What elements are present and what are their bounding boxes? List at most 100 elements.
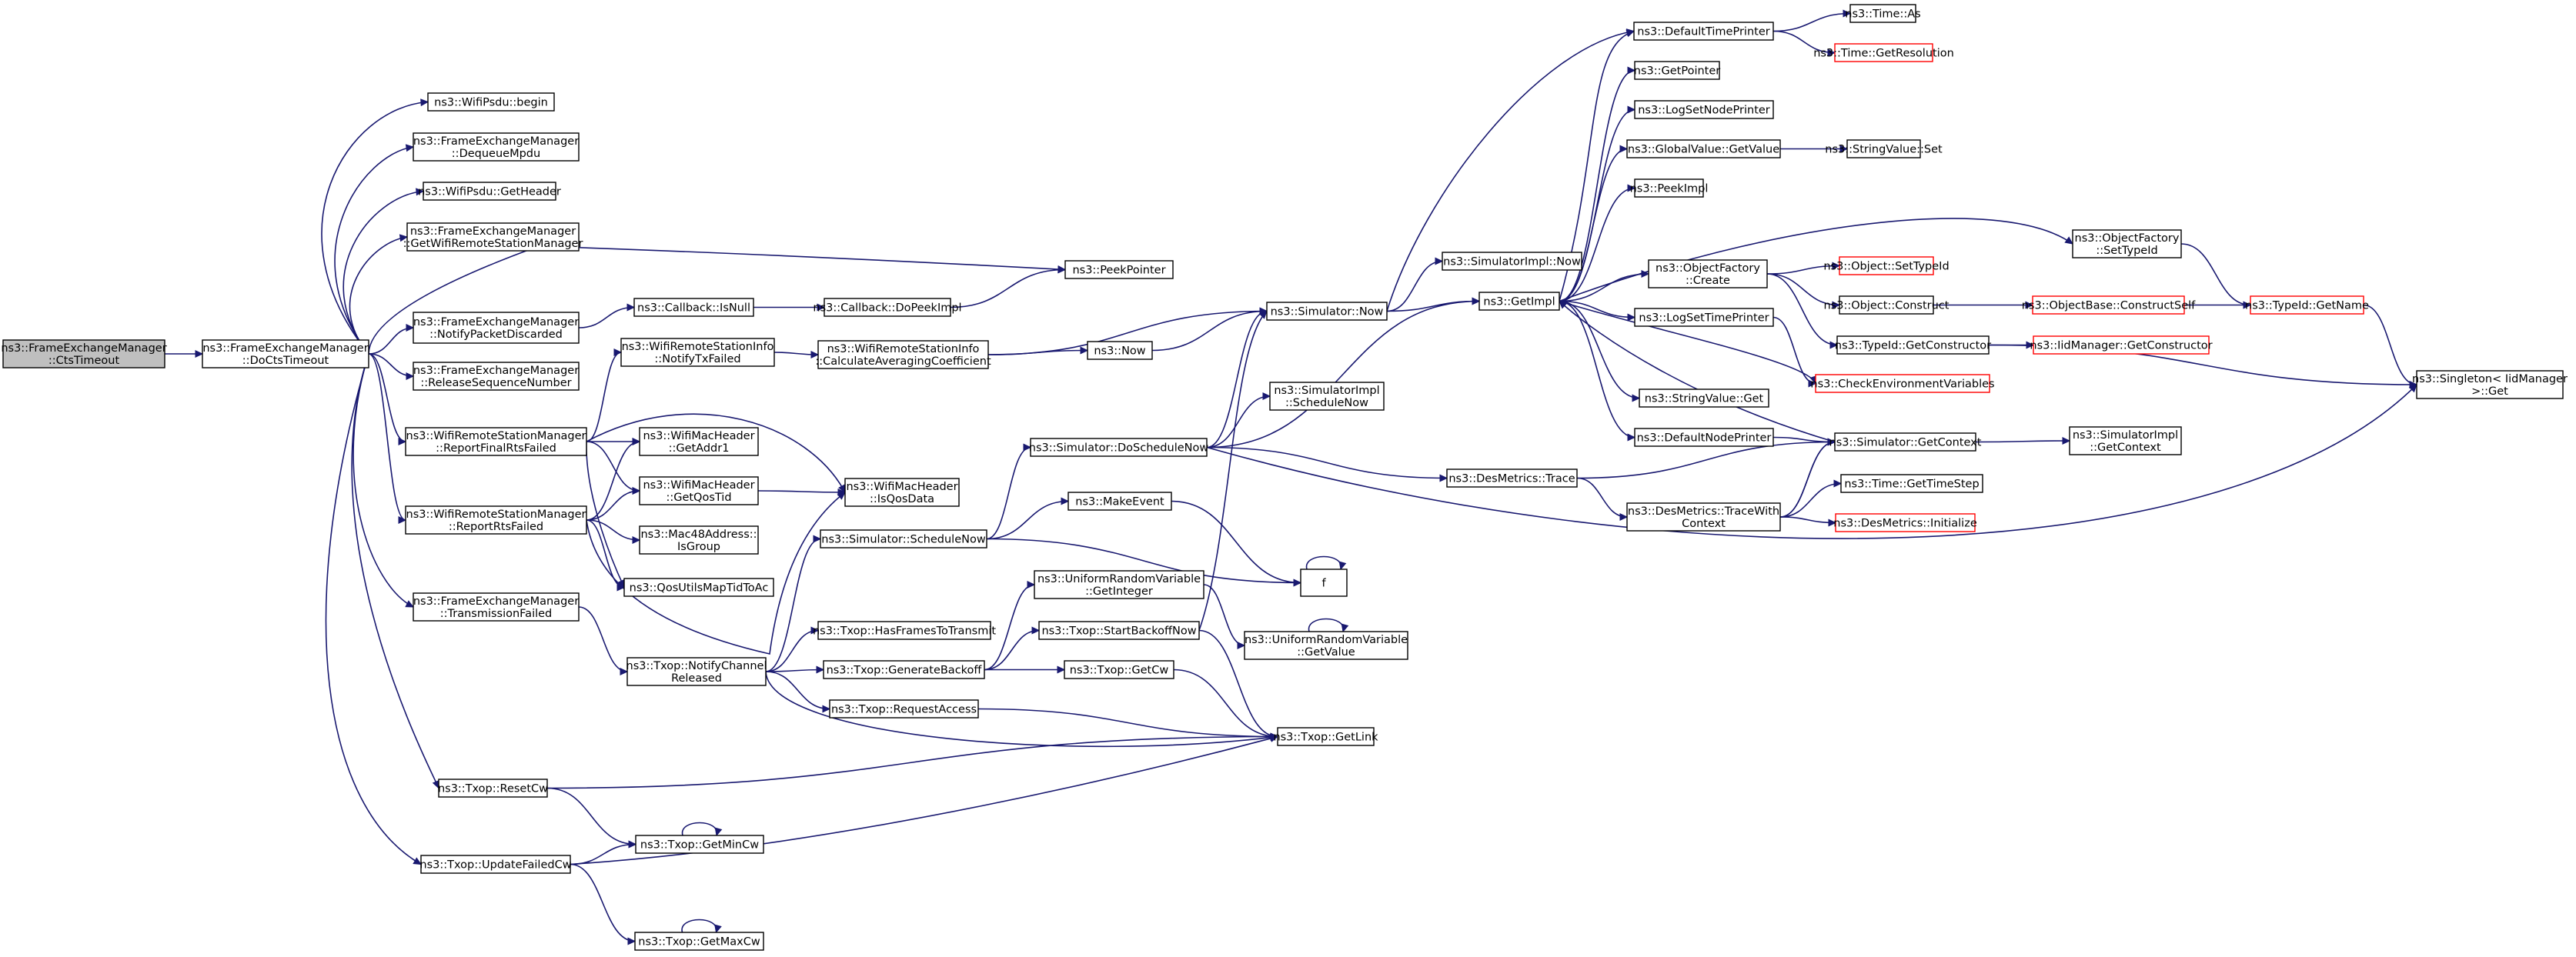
node-label: ::Create	[1686, 275, 1730, 287]
function-node-doschednow[interactable]: ns3::Simulator::DoScheduleNow	[1029, 438, 1209, 457]
function-node-qosmap[interactable]: ns3::QosUtilsMapTidToAc	[623, 578, 774, 597]
function-node-notifytxfailed[interactable]: ns3::WifiRemoteStationInfo::NotifyTxFail…	[620, 338, 775, 367]
function-node-isqosdata[interactable]: ns3::WifiMacHeader::IsQosData	[844, 478, 960, 507]
node-label: ns3::Txop::GenerateBackoff	[827, 665, 983, 677]
edge-ofcreate-to-objconstruct	[1766, 273, 1841, 309]
function-node-getwrsm[interactable]: ns3::FrameExchangeManager::GetWifiRemote…	[403, 222, 583, 252]
function-node-timegetres[interactable]: ns3::Time::GetResolution	[1813, 43, 1954, 62]
node-box	[405, 427, 587, 456]
call-edges	[164, 9, 2418, 945]
node-box	[1634, 308, 1774, 327]
node-label: ns3::Time::GetResolution	[1813, 48, 1954, 60]
arrowhead	[398, 438, 407, 445]
function-node-reprts[interactable]: ns3::WifiRemoteStationManager::ReportRts…	[405, 505, 587, 535]
arrowhead	[416, 188, 425, 196]
function-node-svset[interactable]: ns3::StringValue::Set	[1825, 139, 1943, 158]
function-node-calcavg[interactable]: ns3::WifiRemoteStationInfo::CalculateAve…	[815, 340, 991, 369]
function-node-simnow[interactable]: ns3::Simulator::Now	[1266, 302, 1388, 321]
node-label: Context	[1682, 518, 1726, 530]
arrowhead	[1258, 310, 1268, 319]
function-node-reqaccess[interactable]: ns3::Txop::RequestAccess	[829, 699, 979, 719]
function-node-objsettypeid[interactable]: ns3::Object::SetTypeId	[1823, 256, 1950, 275]
function-node-ofsettypeid[interactable]: ns3::ObjectFactory::SetTypeId	[2072, 229, 2182, 258]
function-node-makeevent[interactable]: ns3::MakeEvent	[1067, 492, 1172, 511]
function-node-repfinal[interactable]: ns3::WifiRemoteStationManager::ReportFin…	[405, 427, 587, 456]
function-node-getmincw[interactable]: ns3::Txop::GetMinCw	[635, 835, 764, 854]
function-node-notifydiscard[interactable]: ns3::FrameExchangeManager::NotifyPacketD…	[413, 312, 580, 344]
function-node-singleton[interactable]: ns3::Singleton< IidManager >::Get	[2412, 370, 2568, 399]
function-node-logsettime[interactable]: ns3::LogSetTimePrinter	[1634, 308, 1774, 327]
function-node-simimplgetctx[interactable]: ns3::SimulatorImpl::GetContext	[2069, 426, 2182, 455]
function-node-updfailcw[interactable]: ns3::Txop::UpdateFailedCw	[419, 855, 572, 874]
node-box	[2250, 295, 2364, 315]
function-node-genbackoff[interactable]: ns3::Txop::GenerateBackoff	[823, 660, 985, 679]
function-node-checkenv[interactable]: ns3::CheckEnvironmentVariables	[1810, 374, 1995, 393]
function-node-getmaxcw[interactable]: ns3::Txop::GetMaxCw	[634, 932, 764, 951]
function-node-getqostid[interactable]: ns3::WifiMacHeader::GetQosTid	[639, 476, 759, 505]
function-node-now[interactable]: ns3::Now	[1087, 341, 1153, 360]
node-label: ns3::IidManager::GetConstructor	[2030, 340, 2212, 352]
node-label: ns3::FrameExchangeManager	[413, 316, 579, 328]
function-node-logsetnode[interactable]: ns3::LogSetNodePrinter	[1634, 100, 1774, 119]
function-node-psduheader[interactable]: ns3::WifiPsdu::GetHeader	[418, 182, 561, 201]
function-node-hasframes[interactable]: ns3::Txop::HasFramesToTransmit	[813, 621, 996, 640]
function-node-getlink[interactable]: ns3::Txop::GetLink	[1273, 727, 1378, 746]
function-node-f[interactable]: f	[1300, 569, 1348, 597]
function-node-timegetstep[interactable]: ns3::Time::GetTimeStep	[1840, 474, 1983, 493]
function-node-schednow[interactable]: ns3::Simulator::ScheduleNow	[820, 529, 987, 549]
function-node-getcw[interactable]: ns3::Txop::GetCw	[1064, 660, 1174, 679]
function-node-peekimpl[interactable]: ns3::PeekImpl	[1630, 178, 1709, 198]
function-node-resetcw[interactable]: ns3::Txop::ResetCw	[438, 779, 548, 798]
function-node-txfailed[interactable]: ns3::FrameExchangeManager::TransmissionF…	[413, 592, 580, 622]
function-node-simimplsched[interactable]: ns3::SimulatorImpl::ScheduleNow	[1269, 382, 1385, 411]
edge-reprts-to-qosmap	[586, 519, 626, 592]
function-node-getimpl[interactable]: ns3::GetImpl	[1478, 292, 1560, 311]
node-label: ::GetInteger	[1085, 585, 1153, 598]
function-node-simgetctx[interactable]: ns3::Simulator::GetContext	[1829, 432, 1982, 452]
function-node-psdubegin[interactable]: ns3::WifiPsdu::begin	[427, 92, 555, 112]
edge-docts-to-dequeue	[334, 144, 415, 355]
function-node-peekptr[interactable]: ns3::PeekPointer	[1064, 260, 1174, 279]
edge-docts-to-updfailcw	[325, 353, 423, 865]
edge-getmincw-self-loop	[682, 822, 723, 837]
node-box	[1834, 43, 1933, 62]
function-node-deftimeprinter[interactable]: ns3::DefaultTimePrinter	[1633, 22, 1774, 41]
function-node-gvgetvalue[interactable]: ns3::GlobalValue::GetValue	[1626, 139, 1781, 158]
edge-dmtrace-to-dmtracewith	[1576, 477, 1629, 521]
function-node-cbisnull[interactable]: ns3::Callback::IsNull	[633, 298, 754, 317]
node-label: ns3::DefaultTimePrinter	[1637, 26, 1769, 38]
arrowhead	[632, 487, 641, 495]
node-label: ns3::Simulator::GetContext	[1829, 437, 1982, 449]
edge-cbpeek-to-peekptr	[950, 265, 1067, 308]
function-node-docts[interactable]: ns3::FrameExchangeManager::DoCtsTimeout	[202, 339, 369, 368]
node-box	[844, 478, 960, 507]
function-node-typeidgetname[interactable]: ns3::TypeId::GetName	[2245, 295, 2369, 315]
function-node-urvgetint[interactable]: ns3::UniformRandomVariable::GetInteger	[1034, 570, 1204, 599]
function-node-startbackoff[interactable]: ns3::Txop::StartBackoffNow	[1038, 621, 1200, 640]
function-node-releaseseq[interactable]: ns3::FrameExchangeManager::ReleaseSequen…	[413, 362, 580, 391]
arrowhead	[1269, 735, 1279, 742]
function-node-simimplnow[interactable]: ns3::SimulatorImpl::Now	[1442, 252, 1582, 271]
node-label: ns3::PeekPointer	[1072, 265, 1165, 277]
function-node-isgroup[interactable]: ns3::Mac48Address::IsGroup	[639, 525, 759, 555]
function-node-dequeue[interactable]: ns3::FrameExchangeManager::DequeueMpdu	[413, 132, 580, 162]
function-node-svget[interactable]: ns3::StringValue::Get	[1639, 388, 1769, 408]
function-node-obconstructself[interactable]: ns3::ObjectBase::ConstructSelf	[2022, 295, 2196, 315]
node-box	[1639, 388, 1769, 408]
arrowhead	[1619, 145, 1629, 153]
function-node-dmtrace[interactable]: ns3::DesMetrics::Trace	[1446, 468, 1578, 488]
function-node-typeidgetcons[interactable]: ns3::TypeId::GetConstructor	[1835, 335, 1991, 355]
function-node-getaddr1[interactable]: ns3::WifiMacHeader::GetAddr1	[639, 427, 759, 456]
arrowhead	[628, 840, 637, 849]
function-node-objconstruct[interactable]: ns3::Object::Construct	[1824, 295, 1950, 315]
function-node-cbpeek[interactable]: ns3::Callback::DoPeekImpl	[813, 298, 962, 317]
function-node-getpointer[interactable]: ns3::GetPointer	[1634, 61, 1721, 80]
function-node-urvgetval[interactable]: ns3::UniformRandomVariable::GetValue	[1244, 631, 1408, 660]
function-node-iidgetcons[interactable]: ns3::IidManager::GetConstructor	[2030, 335, 2213, 355]
function-node-ofcreate[interactable]: ns3::ObjectFactory::Create	[1648, 259, 1768, 288]
function-node-timeas[interactable]: ns3::Time::As	[1845, 4, 1921, 23]
function-node-dminit[interactable]: ns3::DesMetrics::Initialize	[1833, 513, 1977, 532]
function-node-defnodeprinter[interactable]: ns3::DefaultNodePrinter	[1634, 428, 1774, 447]
